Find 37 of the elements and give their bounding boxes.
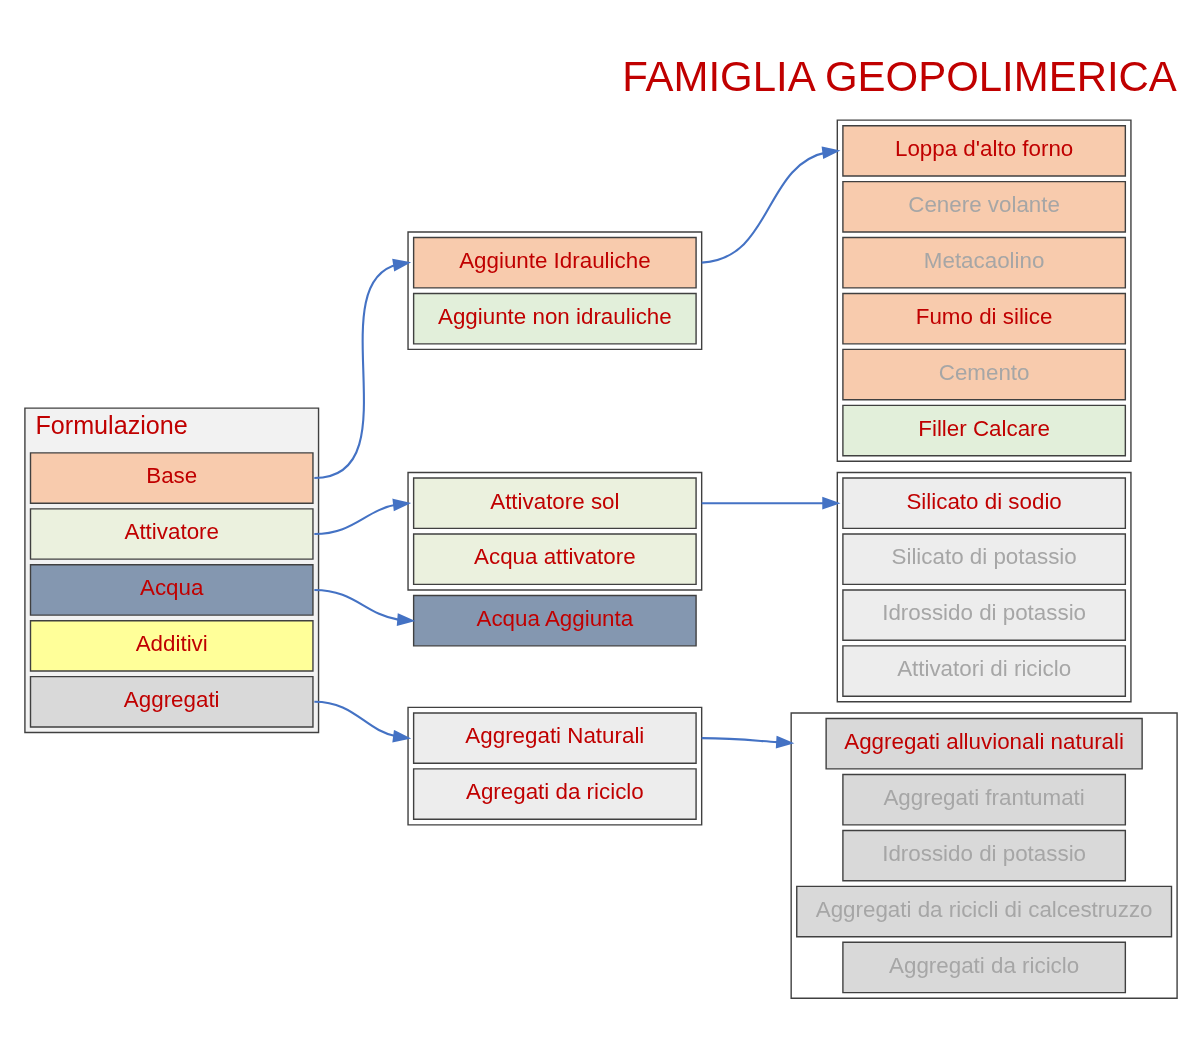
node-box: Additivi: [29, 620, 314, 672]
node-box: Cemento: [842, 348, 1127, 401]
node-box: Aggregati: [29, 675, 314, 728]
arrow: [314, 498, 412, 536]
cluster: [836, 471, 1132, 703]
node-box: Acqua Aggiunta: [412, 594, 697, 647]
arrow: [314, 700, 412, 743]
node-box: Acqua attivatore: [412, 533, 697, 586]
node-box: Aggiunte non idrauliche: [412, 292, 697, 345]
node-box: Agregati da riciclo: [412, 768, 697, 820]
node-box: Silicato di potassio: [842, 533, 1127, 586]
arrow: [314, 588, 416, 626]
arrow: [701, 735, 795, 749]
node-box: Base: [29, 452, 314, 504]
cluster: [836, 119, 1132, 462]
node-box: Filler Calcare: [842, 404, 1127, 457]
cluster: [407, 471, 703, 591]
node-box: Aggiunte Idrauliche: [412, 236, 697, 289]
node-box: Attivatori di riciclo: [842, 645, 1127, 697]
node-box: Attivatore sol: [412, 477, 697, 530]
node-box: Acqua: [29, 564, 314, 616]
arrow: [701, 496, 841, 510]
cluster: [407, 231, 703, 351]
node-box: Silicato di sodio: [842, 477, 1127, 530]
node-box: Idrossido di potassio: [842, 589, 1127, 641]
arrow: [314, 258, 412, 480]
node-box: Metacaolino: [842, 236, 1127, 289]
node-box: Attivatore: [29, 508, 314, 560]
diagram-title: FAMIGLIA GEOPOLIMERICA: [622, 52, 1177, 100]
arrow: [701, 146, 841, 264]
node-box: Loppa d'alto forno: [842, 125, 1127, 177]
node-box: Aggregati Naturali: [412, 712, 697, 764]
cluster: [790, 712, 1178, 999]
node-box: Fumo di silice: [842, 292, 1127, 345]
node-box: Aggregati alluvionali naturali: [825, 717, 1143, 770]
cluster: [407, 706, 703, 826]
node-box: Cenere volante: [842, 180, 1127, 233]
